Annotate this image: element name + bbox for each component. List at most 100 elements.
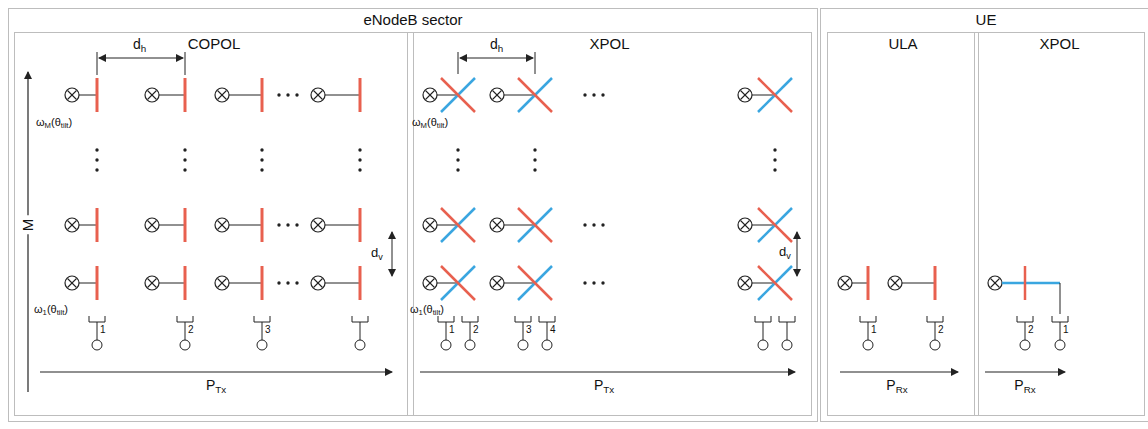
weight-symbol xyxy=(314,279,323,288)
sub-panel: XPOL xyxy=(407,32,812,416)
subscript-text: v xyxy=(786,251,791,261)
weight-symbol xyxy=(738,276,752,290)
xpol-element xyxy=(1002,282,1060,285)
subscript-text: Rx xyxy=(896,384,908,395)
port-terminal xyxy=(257,340,267,350)
math-label: ωM(θtilt) xyxy=(412,116,448,131)
xpol-element xyxy=(441,208,475,242)
sub-panel: COPOL xyxy=(14,32,414,416)
weight-symbol xyxy=(218,221,227,230)
copol-element xyxy=(261,78,264,112)
port-terminal xyxy=(930,340,940,350)
label-text: d xyxy=(490,36,498,52)
ellipsis-dots xyxy=(95,148,98,151)
xpol-element xyxy=(758,266,792,300)
port-terminal xyxy=(863,340,873,350)
ellipsis-dots xyxy=(773,148,776,151)
panel-heading: XPOL xyxy=(408,35,811,53)
weight-symbol xyxy=(426,91,435,100)
port-terminal xyxy=(465,340,475,350)
weight-symbol xyxy=(148,221,157,230)
weight-symbol xyxy=(311,88,325,102)
ellipsis-dots xyxy=(456,148,459,151)
ellipsis-dots xyxy=(260,168,263,171)
dimension-guide xyxy=(535,52,536,74)
port-terminal xyxy=(782,340,792,350)
math-label: dh xyxy=(490,37,503,55)
group-panel: eNodeB sectorCOPOLXPOL xyxy=(8,8,818,422)
dimension-arrow xyxy=(392,232,393,276)
port-bracket xyxy=(860,316,876,322)
label-text: d xyxy=(133,36,141,52)
xpol-element xyxy=(758,208,792,242)
port-stem xyxy=(935,322,936,340)
weight-symbol xyxy=(65,276,79,290)
subscript-text: h xyxy=(141,43,146,54)
weight-symbol xyxy=(145,276,159,290)
feed-line xyxy=(159,283,185,284)
copol-element xyxy=(184,266,187,300)
weight-symbol xyxy=(991,279,1000,288)
label-text: (θ xyxy=(427,116,437,128)
port-bracket xyxy=(927,316,943,322)
label-text: (θ xyxy=(51,116,61,128)
copol-element xyxy=(359,266,362,300)
ellipsis-dots xyxy=(183,158,186,161)
label-text: 2 xyxy=(1028,324,1034,335)
ellipsis-dots xyxy=(456,158,459,161)
ellipsis-dots xyxy=(583,223,586,226)
ellipsis-dots xyxy=(95,158,98,161)
weight-symbol xyxy=(68,221,77,230)
subscript-text: Rx xyxy=(1024,384,1036,395)
weight-symbol xyxy=(741,279,750,288)
label-text: d xyxy=(371,245,378,260)
port-terminal xyxy=(92,340,102,350)
weight-symbol xyxy=(215,276,229,290)
weight-symbol xyxy=(426,279,435,288)
math-label: PRx xyxy=(1014,378,1035,396)
math-label: ω1(θtilt) xyxy=(410,303,444,318)
label-text: ) xyxy=(440,303,444,315)
ellipsis-dots xyxy=(592,93,595,96)
port-stem xyxy=(97,322,98,340)
weight-symbol xyxy=(741,91,750,100)
port-bracket xyxy=(755,316,771,322)
power-arrow xyxy=(840,371,958,372)
port-bracket xyxy=(539,316,555,322)
ellipsis-dots xyxy=(95,168,98,171)
subscript-text: tilt xyxy=(433,308,441,317)
xpol-element xyxy=(441,266,475,300)
port-stem xyxy=(787,322,788,340)
panel-heading: ULA xyxy=(828,35,978,53)
xpol-element xyxy=(758,78,792,112)
power-arrow xyxy=(40,371,392,372)
weight-symbol xyxy=(68,91,77,100)
port-bracket xyxy=(438,316,454,322)
weight-symbol xyxy=(314,279,323,288)
label-text: 1 xyxy=(100,324,106,335)
subscript-text: v xyxy=(378,252,383,262)
subscript-text: M xyxy=(421,121,427,130)
callout-number: 3 xyxy=(526,324,532,335)
math-label: ωM(θtilt) xyxy=(36,116,72,131)
weight-symbol xyxy=(490,88,504,102)
feed-line xyxy=(325,225,360,226)
callout-number: 2 xyxy=(938,324,944,335)
label-text: P xyxy=(594,377,603,393)
ellipsis-dots xyxy=(773,158,776,161)
weight-symbol xyxy=(493,221,502,230)
port-bracket xyxy=(352,316,368,322)
xpol-element xyxy=(441,78,475,112)
label-text: d xyxy=(779,244,786,259)
label-text: 1 xyxy=(449,324,455,335)
port-stem xyxy=(1025,322,1026,340)
port-stem xyxy=(1060,283,1061,314)
weight-symbol xyxy=(68,279,77,288)
feed-line xyxy=(229,283,262,284)
label-text: 4 xyxy=(550,324,556,335)
weight-symbol xyxy=(490,218,504,232)
weight-symbol xyxy=(148,279,157,288)
callout-number: 1 xyxy=(449,324,455,335)
ellipsis-dots xyxy=(183,148,186,151)
weight-symbol xyxy=(891,279,900,288)
